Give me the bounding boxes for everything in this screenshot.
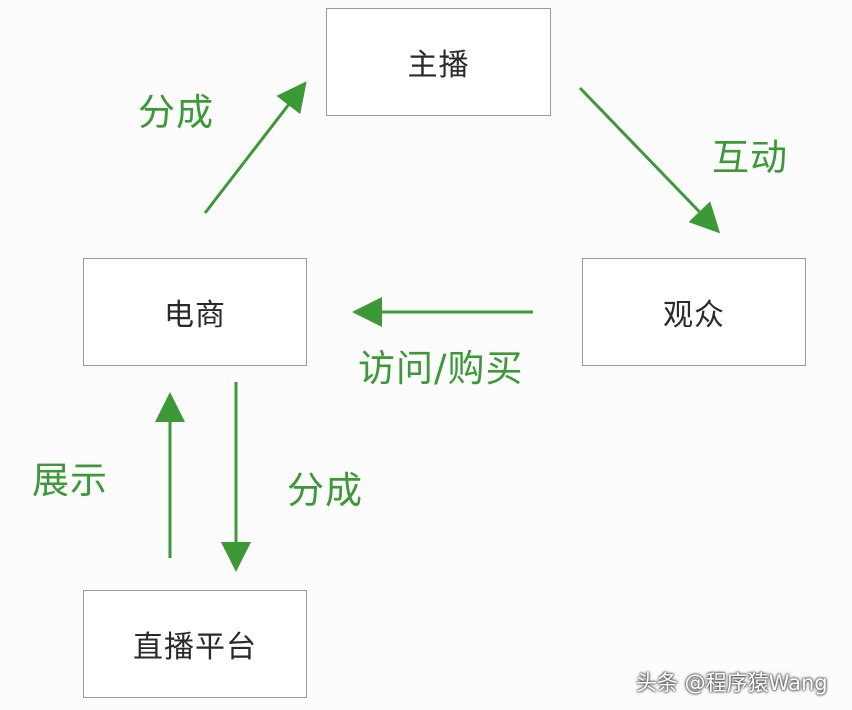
node-platform: 直播平台	[83, 590, 307, 698]
label-platform-to-ecommerce: 展示	[32, 459, 108, 502]
label-audience-to-ecommerce: 访问/购买	[358, 347, 524, 390]
node-ecommerce: 电商	[83, 258, 307, 366]
label-ecommerce-to-anchor: 分成	[138, 91, 214, 134]
label-ecommerce-to-platform: 分成	[287, 469, 363, 512]
node-audience: 观众	[582, 258, 806, 366]
node-ecommerce-label: 电商	[164, 298, 226, 333]
arrow-ecommerce-to-anchor	[203, 81, 307, 214]
node-platform-label: 直播平台	[133, 630, 257, 665]
watermark: 头条 @程序猿Wang	[636, 671, 828, 695]
label-anchor-to-audience: 互动	[712, 136, 788, 179]
node-audience-label: 观众	[663, 298, 725, 333]
node-anchor: 主播	[326, 8, 551, 116]
node-anchor-label: 主播	[407, 48, 470, 83]
arrow-anchor-to-audience	[578, 86, 721, 234]
